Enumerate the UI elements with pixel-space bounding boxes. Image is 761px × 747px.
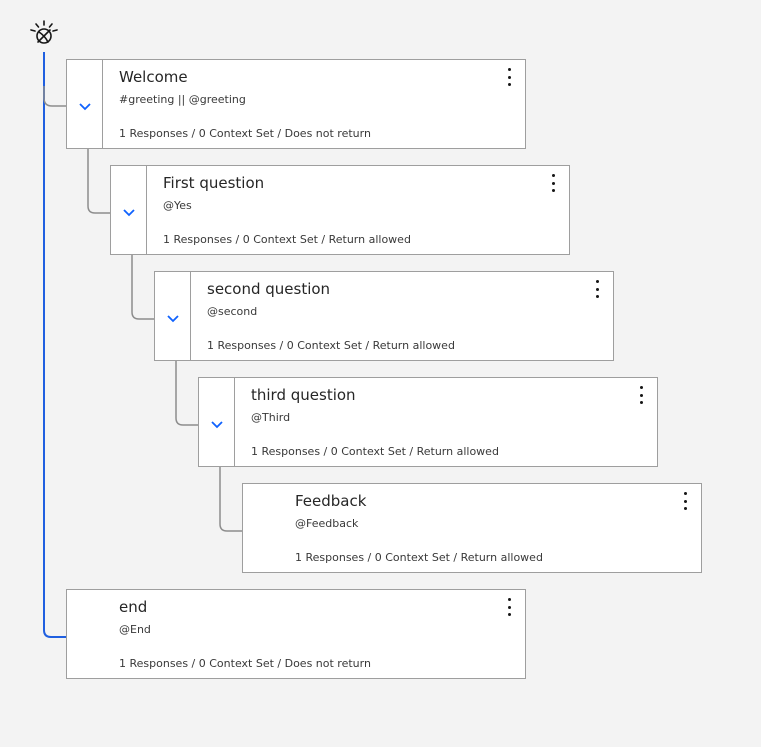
- chevron-down-icon: [122, 209, 135, 217]
- dialog-node-end[interactable]: end @End 1 Responses / 0 Context Set / D…: [66, 589, 526, 679]
- node-title: Welcome: [119, 68, 188, 86]
- expand-toggle[interactable]: [111, 166, 147, 254]
- overflow-menu-icon[interactable]: [503, 598, 515, 616]
- node-condition: #greeting || @greeting: [119, 93, 246, 106]
- node-summary: 1 Responses / 0 Context Set / Return all…: [251, 445, 499, 458]
- dialog-node-third-question[interactable]: third question @Third 1 Responses / 0 Co…: [198, 377, 658, 467]
- node-condition: @Yes: [163, 199, 192, 212]
- node-condition: @Third: [251, 411, 291, 424]
- overflow-menu-icon[interactable]: [679, 492, 691, 510]
- node-title: second question: [207, 280, 331, 298]
- node-summary: 1 Responses / 0 Context Set / Return all…: [295, 551, 543, 564]
- overflow-menu-icon[interactable]: [591, 280, 603, 298]
- expand-toggle[interactable]: [155, 272, 191, 360]
- overflow-menu-icon[interactable]: [547, 174, 559, 192]
- node-summary: 1 Responses / 0 Context Set / Does not r…: [119, 657, 371, 670]
- dialog-node-welcome[interactable]: Welcome #greeting || @greeting 1 Respons…: [66, 59, 526, 149]
- overflow-menu-icon[interactable]: [503, 68, 515, 86]
- expand-toggle[interactable]: [199, 378, 235, 466]
- watson-assistant-icon: [30, 20, 58, 44]
- chevron-down-icon: [210, 421, 223, 429]
- chevron-down-icon: [78, 103, 91, 111]
- node-summary: 1 Responses / 0 Context Set / Return all…: [207, 339, 455, 352]
- dialog-node-feedback[interactable]: Feedback @Feedback 1 Responses / 0 Conte…: [242, 483, 702, 573]
- chevron-down-icon: [166, 315, 179, 323]
- expand-toggle[interactable]: [67, 60, 103, 148]
- node-title: First question: [163, 174, 265, 192]
- dialog-node-first-question[interactable]: First question @Yes 1 Responses / 0 Cont…: [110, 165, 570, 255]
- node-title: third question: [251, 386, 356, 404]
- node-title: end: [119, 598, 148, 616]
- node-summary: 1 Responses / 0 Context Set / Does not r…: [119, 127, 371, 140]
- node-condition: @second: [207, 305, 258, 318]
- node-condition: @Feedback: [295, 517, 359, 530]
- dialog-node-second-question[interactable]: second question @second 1 Responses / 0 …: [154, 271, 614, 361]
- overflow-menu-icon[interactable]: [635, 386, 647, 404]
- node-summary: 1 Responses / 0 Context Set / Return all…: [163, 233, 411, 246]
- node-condition: @End: [119, 623, 151, 636]
- node-title: Feedback: [295, 492, 367, 510]
